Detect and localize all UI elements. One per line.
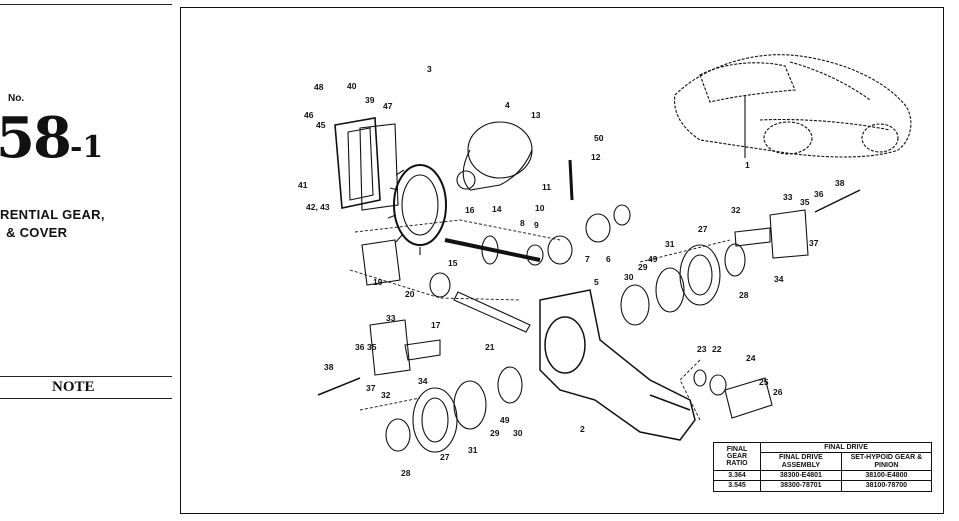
callout-31-right: 31 [665, 239, 675, 249]
callout-49-right: 49 [648, 254, 658, 264]
callout-27-left: 27 [440, 452, 450, 462]
page-number-main: 58 [0, 105, 72, 171]
table-header-ratio: FINAL GEAR RATIO [713, 441, 761, 472]
left-column: No. 58-1 RENTIAL GEAR, & COVER NOTE [0, 0, 175, 521]
callout-37-right: 37 [809, 238, 819, 248]
callout-50: 50 [594, 133, 604, 143]
side-flange-right [734, 209, 809, 259]
rear-cover [334, 117, 399, 211]
callout-39: 39 [365, 95, 375, 105]
callout-19: 19 [373, 277, 383, 287]
side-retainer-right [620, 243, 746, 326]
callout-34-left: 34 [418, 376, 428, 386]
side-flange-left [369, 319, 441, 376]
callout-5: 5 [594, 277, 599, 287]
top-rule [0, 4, 172, 5]
callout-9: 9 [534, 220, 539, 230]
callout-48: 48 [314, 82, 324, 92]
callout-36-left: 36 [355, 342, 365, 352]
callout-1: 1 [745, 160, 750, 170]
callout-46: 46 [304, 110, 314, 120]
page-number: 58-1 [0, 110, 103, 166]
callout-37-left: 37 [366, 383, 376, 393]
table-cell-assembly: 38300-78701 [760, 480, 842, 492]
table-cell-gear: 38100-E4800 [840, 470, 933, 482]
page-number-suffix: -1 [69, 130, 104, 165]
callout-23: 23 [697, 344, 707, 354]
callout-32-left: 32 [381, 390, 391, 400]
callout-34-right: 34 [774, 274, 784, 284]
note-label: NOTE [52, 379, 95, 395]
table-header-assembly: FINAL DRIVE ASSEMBLY [760, 452, 842, 472]
callout-32-right: 32 [731, 205, 741, 215]
callout-38-right: 38 [835, 178, 845, 188]
table-row: 3.545 38300-78701 38100-78700 [713, 480, 933, 492]
final-drive-table: FINAL GEAR RATIO FINAL DRIVE FINAL DRIVE… [713, 441, 933, 492]
page-number-label: No. [8, 93, 25, 104]
table-header-final-drive: FINAL DRIVE [760, 441, 932, 454]
drive-pinion [444, 235, 541, 265]
callout-26: 26 [773, 387, 783, 397]
ring-gear [387, 164, 447, 255]
table-cell-assembly: 38300-E4801 [760, 470, 842, 482]
diagram-frame [180, 7, 944, 514]
callout-28-right: 28 [739, 290, 749, 300]
callout-29-right: 29 [638, 262, 648, 272]
callout-13: 13 [531, 110, 541, 120]
callout-33-right: 33 [783, 192, 793, 202]
gear-carrier [456, 121, 533, 191]
callout-41: 41 [298, 180, 308, 190]
callout-labels: 1 2 3 4 5 6 7 8 9 10 11 12 13 14 15 16 1… [298, 64, 845, 478]
callout-30-left: 30 [513, 428, 523, 438]
callout-10: 10 [535, 203, 545, 213]
table-cell-ratio: 3.545 [713, 480, 761, 492]
callout-16: 16 [465, 205, 475, 215]
car-illustration [674, 54, 912, 158]
differential-gears [526, 159, 631, 266]
note-rule-top [0, 376, 172, 377]
callout-31-left: 31 [468, 445, 478, 455]
callout-17: 17 [431, 320, 441, 330]
callout-25: 25 [759, 377, 769, 387]
callout-28-left: 28 [401, 468, 411, 478]
callout-49-left: 49 [500, 415, 510, 425]
callout-3: 3 [427, 64, 432, 74]
side-retainer-left [385, 366, 523, 453]
callout-36-right: 36 [814, 189, 824, 199]
callout-47: 47 [383, 101, 393, 111]
callout-11: 11 [542, 182, 551, 192]
callout-40: 40 [347, 81, 357, 91]
table-cell-ratio: 3.364 [713, 470, 761, 482]
callout-22: 22 [712, 344, 722, 354]
table-cell-gear: 38100-78700 [840, 480, 933, 492]
rear-mount [693, 369, 773, 419]
callout-24: 24 [746, 353, 756, 363]
callout-29-left: 29 [490, 428, 500, 438]
callout-20: 20 [405, 289, 415, 299]
callout-30-right: 30 [624, 272, 634, 282]
callout-27-right: 27 [698, 224, 708, 234]
section-title-line2: & COVER [6, 225, 68, 240]
differential-housing [539, 289, 696, 441]
callout-38-left: 38 [324, 362, 334, 372]
note-rule-bottom [0, 398, 172, 399]
callout-33-left: 33 [386, 313, 396, 323]
callout-14: 14 [492, 204, 502, 214]
table-row: 3.364 38300-E4801 38100-E4800 [713, 470, 933, 482]
callout-8: 8 [520, 218, 525, 228]
callout-12: 12 [591, 152, 601, 162]
table-header-gear: SET-HYPOID GEAR & PINION [840, 452, 933, 472]
callout-4: 4 [505, 100, 510, 110]
callout-35-right: 35 [800, 197, 810, 207]
callout-2: 2 [580, 424, 585, 434]
callout-15: 15 [448, 258, 458, 268]
callout-45: 45 [316, 120, 326, 130]
callout-21: 21 [485, 342, 495, 352]
callout-35-left: 35 [367, 342, 377, 352]
callout-7: 7 [585, 254, 590, 264]
section-title-line1: RENTIAL GEAR, [0, 207, 105, 222]
callout-6: 6 [606, 254, 611, 264]
callout-42-43: 42, 43 [306, 202, 330, 212]
